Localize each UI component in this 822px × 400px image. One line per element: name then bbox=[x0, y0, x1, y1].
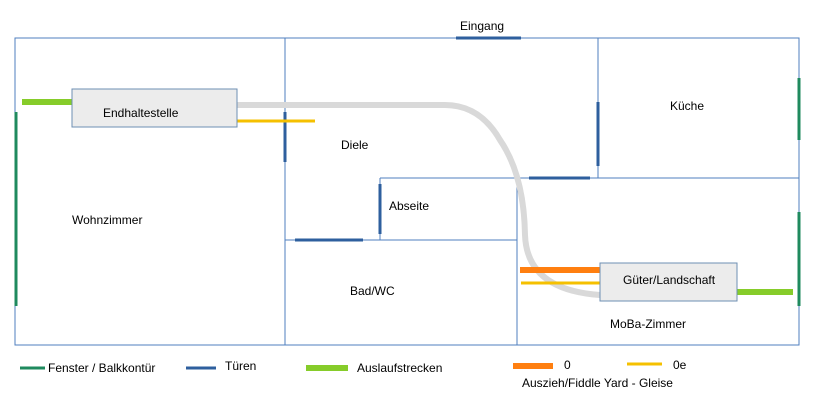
label-bathroom: Bad/WC bbox=[350, 284, 395, 298]
legend-door-label: Türen bbox=[225, 359, 256, 373]
label-hall: Diele bbox=[341, 138, 369, 152]
legend-window-label: Fenster / Balkkontür bbox=[48, 361, 155, 375]
legend-fiddle-yard-label: Auszieh/Fiddle Yard - Gleise bbox=[522, 376, 673, 390]
goods-scenery-box bbox=[599, 262, 738, 302]
legend: Fenster / Balkkontür Türen Auslaufstreck… bbox=[20, 358, 687, 390]
label-terminal-station: Endhaltestelle bbox=[103, 106, 179, 120]
windows bbox=[14, 78, 801, 306]
label-goods-scenery: Güter/Landschaft bbox=[623, 273, 716, 287]
legend-runout-label: Auslaufstrecken bbox=[357, 361, 442, 375]
legend-track-0-label: 0 bbox=[564, 358, 571, 372]
doors bbox=[283, 36, 600, 242]
terminal-station-box bbox=[71, 88, 238, 128]
label-storage: Abseite bbox=[389, 199, 429, 213]
label-kitchen: Küche bbox=[670, 99, 704, 113]
label-moba-room: MoBa-Zimmer bbox=[610, 317, 686, 331]
main-line-track bbox=[234, 102, 603, 298]
label-living-room: Wohnzimmer bbox=[72, 213, 142, 227]
label-entrance: Eingang bbox=[460, 19, 504, 33]
legend-track-0e-label: 0e bbox=[673, 358, 687, 372]
